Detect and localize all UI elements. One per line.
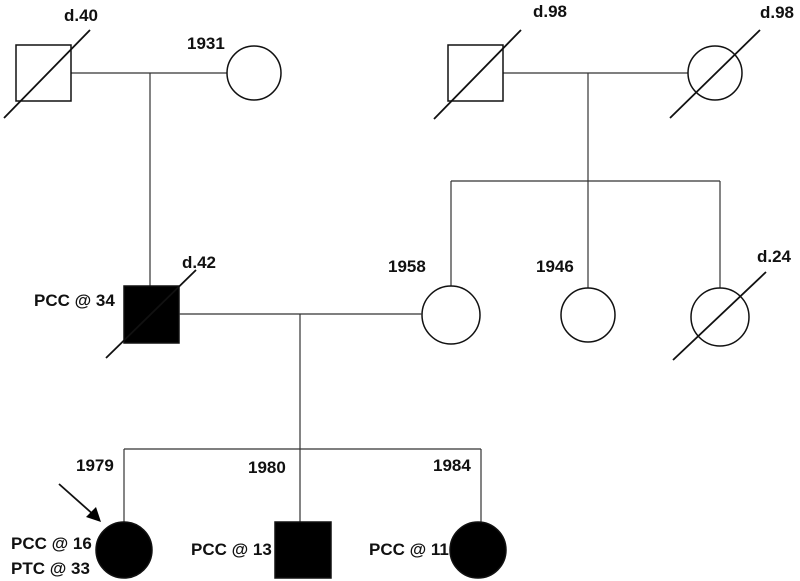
- maternal-sibship: 1958 1946 d.24: [388, 180, 792, 361]
- paternal-grandfather-deceased-slash: [3, 29, 91, 119]
- paternal-grandmother-circle: [226, 45, 282, 101]
- paternal-grandmother-label: 1931: [187, 34, 225, 53]
- father-label: d.42: [182, 253, 216, 272]
- aunt-1946-label: 1946: [536, 257, 574, 276]
- maternal-grandmother-label: d.98: [760, 3, 794, 22]
- maternal-couple: d.98 d.98: [433, 2, 794, 181]
- maternal-grandfather-square: [447, 44, 504, 102]
- father: d.42 PCC @ 34: [34, 253, 216, 359]
- mother-label: 1958: [388, 257, 426, 276]
- paternal-grandfather-label: d.40: [64, 6, 98, 25]
- son-note: PCC @ 13: [191, 540, 272, 559]
- proband-label: 1979: [76, 456, 114, 475]
- paternal-couple: d.40 1931: [3, 6, 282, 286]
- daughter-circle-affected: [449, 521, 507, 579]
- son-square-affected: [274, 521, 332, 579]
- aunt-deceased-slash: [672, 271, 767, 361]
- maternal-grandmother-deceased-slash: [669, 29, 761, 119]
- proband-circle-affected: [95, 521, 153, 579]
- aunt-deceased-label: d.24: [757, 247, 792, 266]
- daughter-label: 1984: [433, 456, 471, 475]
- proband-arrow-shaft: [58, 483, 96, 517]
- son-label: 1980: [248, 458, 286, 477]
- aunt-1946-circle: [560, 287, 616, 343]
- proband-note-line2: PTC @ 33: [11, 559, 90, 578]
- daughter-note: PCC @ 11: [369, 540, 449, 559]
- maternal-grandfather-label: d.98: [533, 2, 567, 21]
- proband-note-line1: PCC @ 16: [11, 534, 92, 553]
- maternal-grandfather-deceased-slash: [433, 29, 522, 120]
- children-sibship: 1979 PCC @ 16 PTC @ 33 1980 PCC @ 13 198…: [11, 448, 507, 579]
- proband-arrow-head: [86, 507, 101, 522]
- paternal-grandfather-square: [15, 44, 72, 102]
- father-note: PCC @ 34: [34, 291, 115, 310]
- mother-circle: [421, 285, 481, 345]
- father-deceased-slash: [105, 269, 197, 359]
